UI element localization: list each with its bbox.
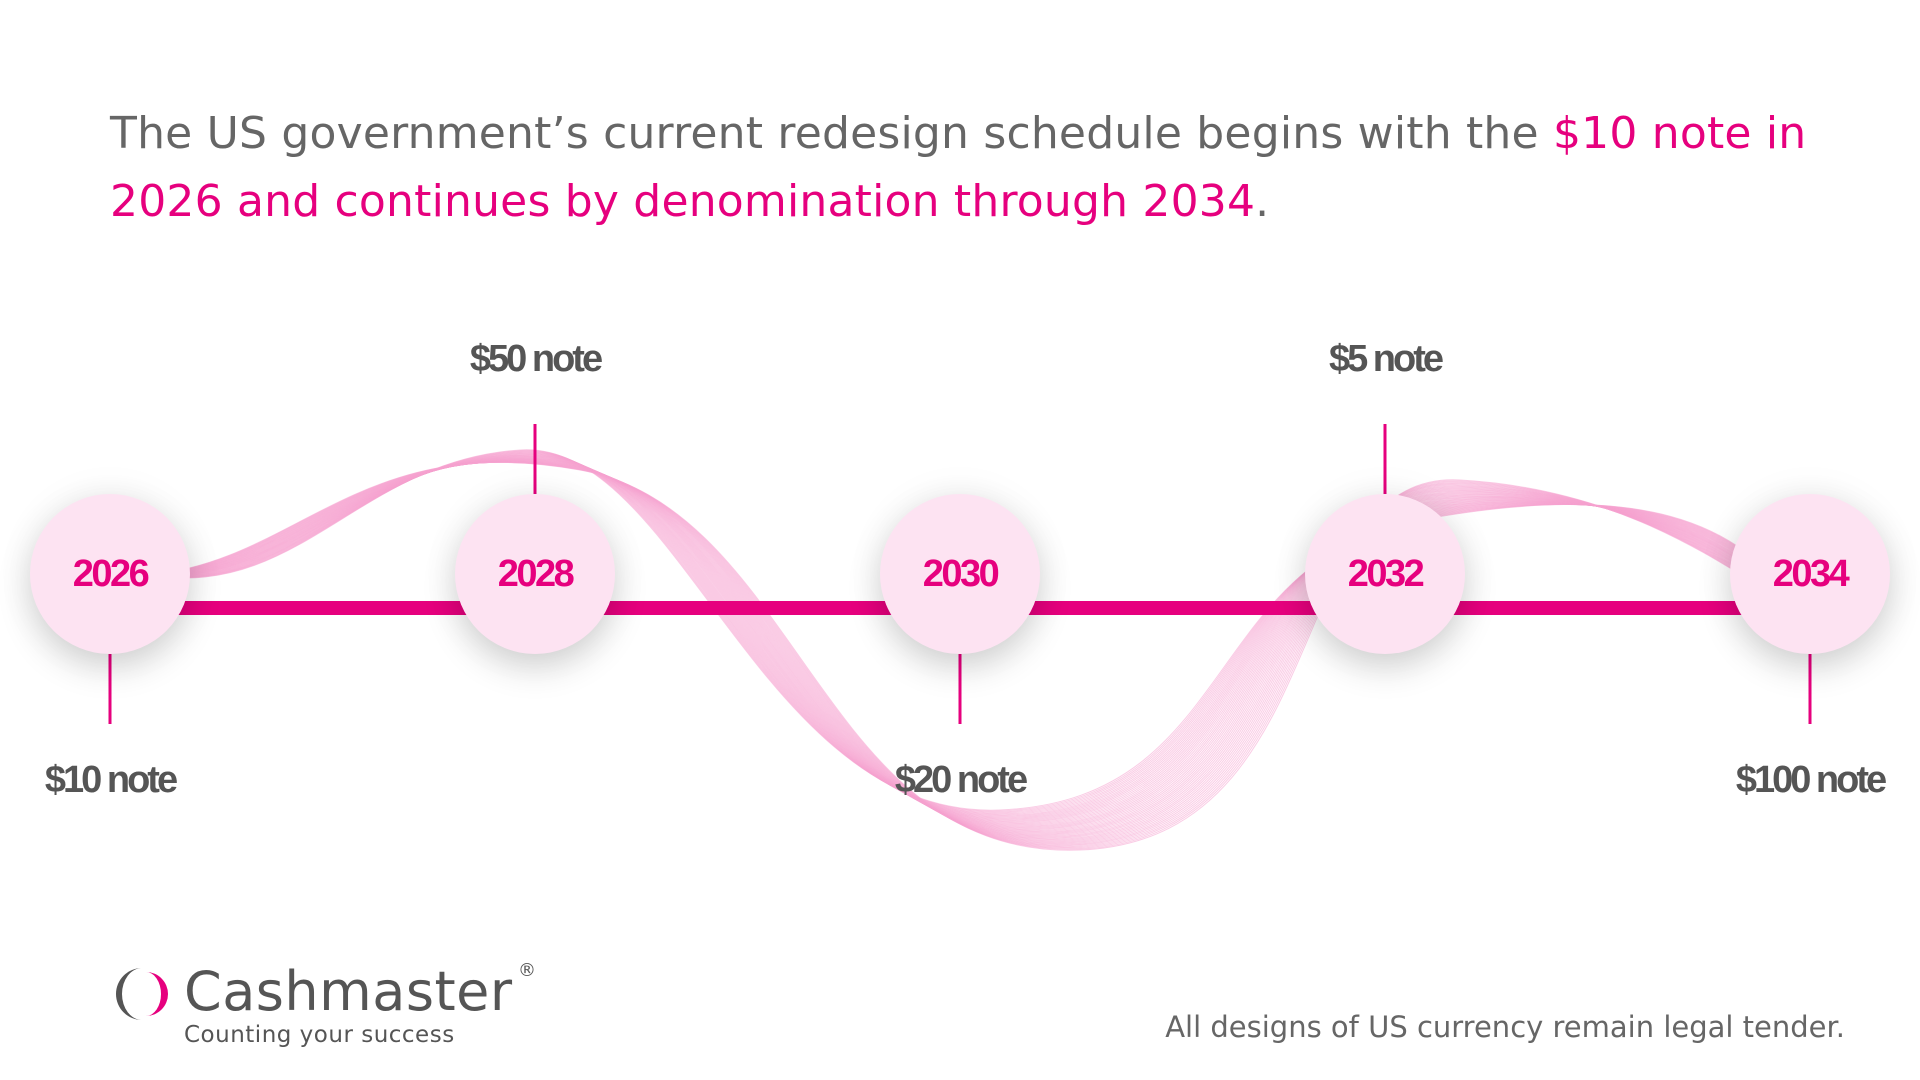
headline-highlight: $10 note in 2026 and continues by denomi… — [110, 108, 1807, 227]
year-circle-2034: 2034 — [1730, 494, 1890, 654]
note-label-50: $50 note — [469, 338, 603, 380]
headline: The US government’s current redesign sch… — [110, 100, 1870, 236]
wave-line — [149, 461, 1801, 851]
decorative-wave-lines — [149, 449, 1801, 851]
headline-prefix: The US government’s current redesign sch… — [110, 108, 1553, 159]
note-label-100: $100 note — [1735, 759, 1887, 801]
year-circle-2028: 2028 — [455, 494, 615, 654]
year-circle-2026: 2026 — [30, 494, 190, 654]
timeline-ticks — [108, 424, 1812, 724]
headline-suffix: . — [1255, 176, 1270, 227]
registered-mark: ® — [518, 960, 536, 981]
legal-tender-footnote: All designs of US currency remain legal … — [1165, 1010, 1845, 1044]
brand-tagline: Counting your success — [184, 1022, 455, 1048]
note-label-10: $10 note — [44, 759, 178, 801]
note-label-20: $20 note — [894, 759, 1028, 801]
cashmaster-logo: Cashmaster ® Counting your success — [110, 960, 550, 1050]
cashmaster-logo-icon — [116, 968, 168, 1020]
note-label-5: $5 note — [1328, 338, 1444, 380]
year-circle-2032: 2032 — [1305, 494, 1465, 654]
brand-name: Cashmaster — [184, 960, 513, 1023]
year-circle-2030: 2030 — [880, 494, 1040, 654]
